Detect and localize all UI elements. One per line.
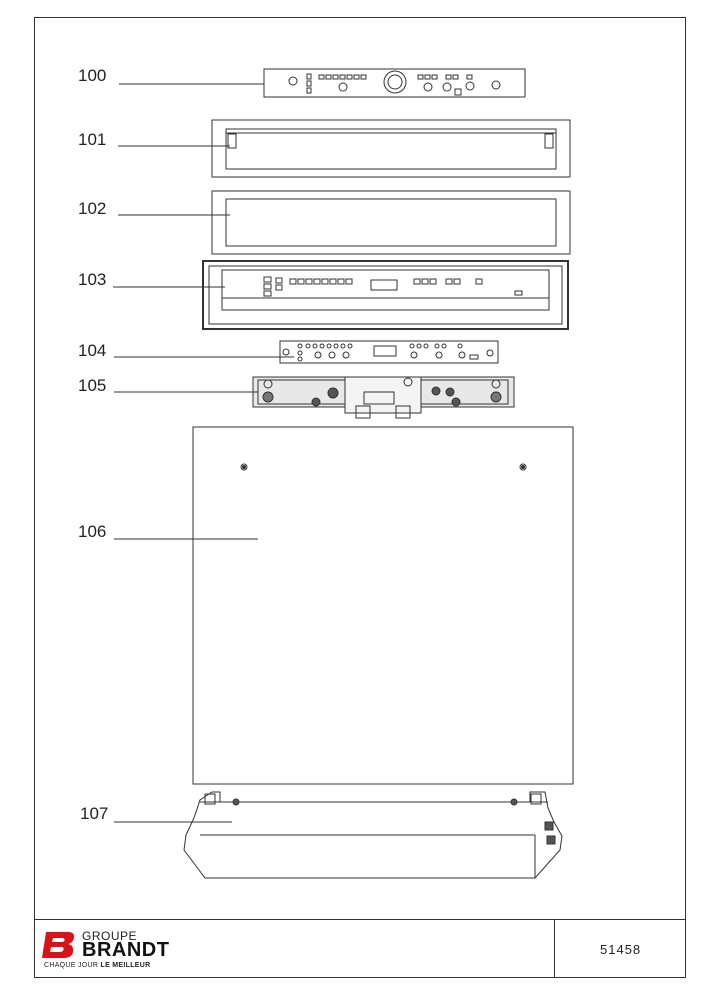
callout-102: 102	[78, 199, 107, 218]
part-106-door-panel	[114, 426, 574, 785]
part-104-electronic-board	[114, 340, 499, 364]
callout-106: 106	[78, 522, 107, 541]
slogan-prefix: CHAQUE JOUR	[44, 962, 99, 969]
callout-105: 105	[78, 376, 107, 395]
brandt-logo: GROUPE BRANDT CHAQUE JOUR LE MEILLEUR	[42, 928, 242, 976]
brand-slogan: CHAQUE JOUR LE MEILLEUR	[44, 962, 150, 969]
title-block: GROUPE BRANDT CHAQUE JOUR LE MEILLEUR 51…	[34, 919, 686, 978]
brandt-b-logo-icon	[42, 932, 75, 958]
footer-divider	[554, 920, 555, 978]
slogan-bold: LE MEILLEUR	[100, 962, 151, 969]
part-107-lower-trim	[114, 791, 563, 879]
document-number: 51458	[600, 942, 642, 957]
part-100-control-fascia	[119, 68, 526, 98]
callout-103: 103	[78, 270, 107, 289]
callout-104: 104	[78, 341, 107, 360]
callout-101: 101	[78, 130, 107, 149]
callout-107: 107	[80, 804, 109, 823]
part-103-control-frame	[113, 260, 569, 330]
part-102-front-insert	[118, 190, 571, 255]
part-101-handle-trim	[118, 119, 571, 178]
part-105-board-support	[114, 376, 515, 419]
brand-name-text: BRANDT	[82, 939, 170, 961]
brand-group-text: GROUPE	[82, 929, 138, 943]
drawing-frame	[34, 17, 686, 978]
callout-100: 100	[78, 66, 107, 85]
